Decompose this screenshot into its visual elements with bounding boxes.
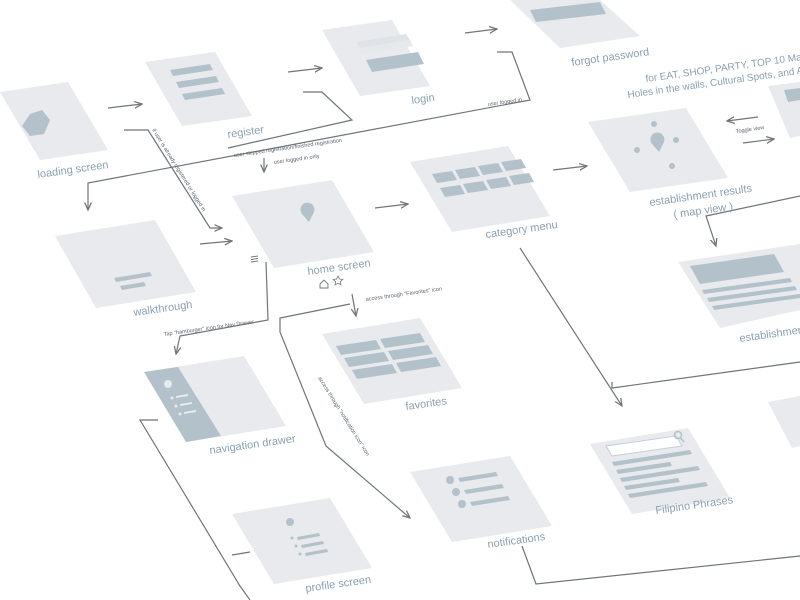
phrase-lines xyxy=(612,450,708,498)
connectors xyxy=(88,29,800,600)
avatar xyxy=(164,380,172,388)
screen-label: login xyxy=(411,92,436,107)
category-grid xyxy=(432,159,534,197)
arrow-category-results xyxy=(552,166,587,170)
line-profile-stub xyxy=(231,551,251,556)
arrow-toggle-right xyxy=(742,139,774,143)
screen-navigation-drawer[interactable]: navigation drawer xyxy=(144,356,297,457)
screen-partial-right xyxy=(768,396,800,448)
annotation-toggle-view: Toggle view xyxy=(735,125,764,135)
line-logged-in-walkthrough xyxy=(88,51,531,210)
annotation-logged-in-only: user logged in only xyxy=(273,154,320,166)
arrow-login-forgot xyxy=(464,29,497,33)
home-icon[interactable] xyxy=(319,279,329,289)
text-line xyxy=(120,282,146,290)
annotation-favorites-access: access through "Favorites" icon xyxy=(365,286,442,303)
screen-label: register xyxy=(227,124,265,141)
screen-establishment-list-partial[interactable] xyxy=(768,82,800,138)
screen-filipino-phrases[interactable]: Filipino Phrases xyxy=(590,428,734,517)
card xyxy=(55,220,196,308)
map-dot xyxy=(634,147,640,153)
arrow-toggle-left xyxy=(727,117,759,121)
line-home-nav xyxy=(176,261,269,354)
card xyxy=(0,82,108,160)
screen-profile[interactable]: profile screen xyxy=(232,498,372,595)
line-register-skip xyxy=(227,91,354,149)
screen-label: forgot password xyxy=(571,46,650,69)
profile-fields xyxy=(290,533,328,556)
arrow-walkthrough-home xyxy=(199,241,232,244)
login-button xyxy=(366,52,424,72)
notification-list xyxy=(446,472,510,508)
line-phrases-right xyxy=(611,361,800,389)
map-dot xyxy=(651,121,657,127)
line-home-favorites xyxy=(352,293,356,316)
map-dot xyxy=(673,137,679,143)
map-pin-icon xyxy=(650,132,665,152)
line-to-establishment-list xyxy=(705,195,800,246)
annotation-user-logged-in: user logged in xyxy=(487,97,522,108)
line-category-phrases xyxy=(519,247,622,406)
screen-favorites[interactable]: favorites xyxy=(322,318,462,413)
line-notifications-right xyxy=(521,545,800,585)
card xyxy=(768,396,800,448)
arrow-register-login xyxy=(287,68,322,72)
screen-label: loading screen xyxy=(37,159,110,181)
card xyxy=(232,180,374,268)
card xyxy=(145,52,252,126)
annotation-skipped-registration: user skipped registration/finished regis… xyxy=(233,138,342,159)
screen-notifications[interactable]: notifications xyxy=(410,456,552,551)
input-bar xyxy=(176,76,219,88)
map-dot xyxy=(669,163,675,169)
card xyxy=(232,498,372,584)
line-home-notifications xyxy=(279,303,410,518)
screen-establishment-results[interactable]: establishment results ( map view ) xyxy=(588,108,753,221)
screen-loading[interactable]: loading screen xyxy=(0,82,109,181)
line-nav-profile xyxy=(138,419,251,600)
screen-login[interactable]: login xyxy=(322,20,435,107)
screen-home[interactable]: home screen xyxy=(232,180,374,289)
search-icon xyxy=(673,430,685,443)
screen-label: establishment s xyxy=(739,322,800,345)
screen-forgot-password[interactable]: forgot password xyxy=(510,0,650,69)
drawer-items xyxy=(170,394,197,416)
text-line xyxy=(712,294,800,310)
screen-walkthrough[interactable]: walkthrough xyxy=(55,220,196,319)
text-line xyxy=(707,286,797,302)
annotation-hamburger: Tap "hamburger" icon for Nav Drawer xyxy=(163,319,254,338)
input-bar xyxy=(182,88,225,100)
screen-category-menu[interactable]: category menu xyxy=(410,146,558,241)
screen-label: favorites xyxy=(405,395,448,413)
card xyxy=(322,318,462,404)
list-row xyxy=(784,88,800,102)
star-icon[interactable] xyxy=(332,275,344,286)
avatar xyxy=(286,518,294,526)
text-line xyxy=(702,278,792,294)
hero-image xyxy=(690,254,784,284)
favorites-grid xyxy=(336,333,441,379)
arrow-loading-register xyxy=(107,104,142,108)
input-bar xyxy=(358,40,413,54)
hamburger-icon[interactable] xyxy=(250,255,259,263)
logo-icon xyxy=(22,110,50,136)
card xyxy=(322,20,430,96)
text-line xyxy=(114,272,152,282)
input-bar xyxy=(170,64,213,76)
map-pin-icon xyxy=(300,202,315,222)
screen-establishment-list[interactable]: establishment s xyxy=(678,244,800,345)
screen-register[interactable]: register xyxy=(145,52,265,141)
line-registered-home xyxy=(124,129,222,228)
screen-label: walkthrough xyxy=(132,299,193,319)
search-bar xyxy=(605,435,683,457)
screen-label: navigation drawer xyxy=(209,433,297,457)
input-bar xyxy=(530,2,606,22)
card xyxy=(410,456,552,542)
input-bar xyxy=(356,34,410,48)
arrow-home-category xyxy=(374,204,408,208)
